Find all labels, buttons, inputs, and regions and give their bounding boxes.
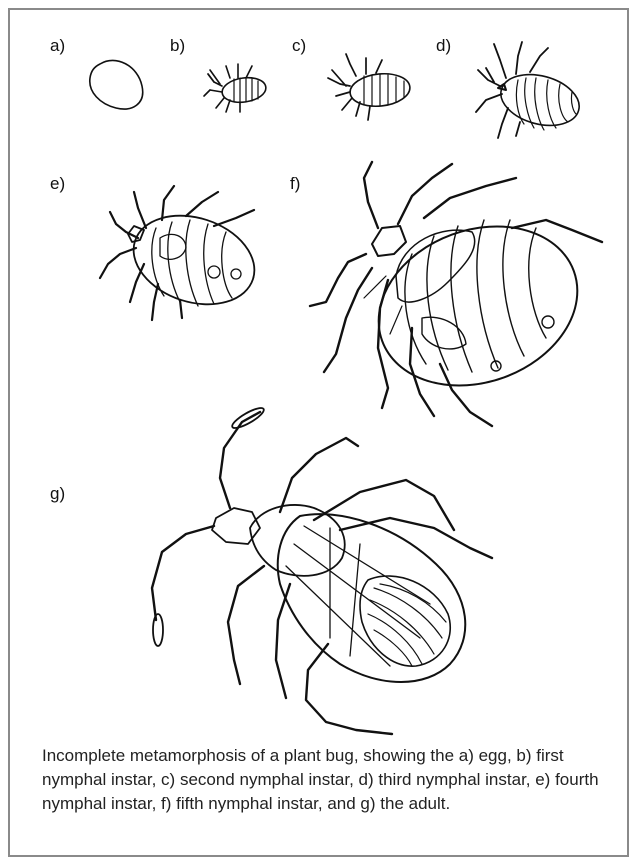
first-instar-illustration bbox=[200, 56, 280, 116]
fourth-instar-illustration bbox=[86, 178, 286, 338]
figure-caption: Incomplete metamorphosis of a plant bug,… bbox=[42, 744, 622, 816]
label-a: a) bbox=[50, 36, 65, 56]
third-instar-illustration bbox=[464, 38, 594, 142]
label-f: f) bbox=[290, 174, 300, 194]
fifth-instar-illustration bbox=[302, 158, 622, 438]
label-g: g) bbox=[50, 484, 65, 504]
egg-illustration bbox=[86, 56, 156, 116]
label-b: b) bbox=[170, 36, 185, 56]
label-e: e) bbox=[50, 174, 65, 194]
label-c: c) bbox=[292, 36, 306, 56]
label-d: d) bbox=[436, 36, 451, 56]
figure-frame: a) b) c) d) e) f) g) bbox=[8, 8, 629, 857]
second-instar-illustration bbox=[322, 50, 422, 122]
adult-illustration bbox=[130, 408, 570, 738]
